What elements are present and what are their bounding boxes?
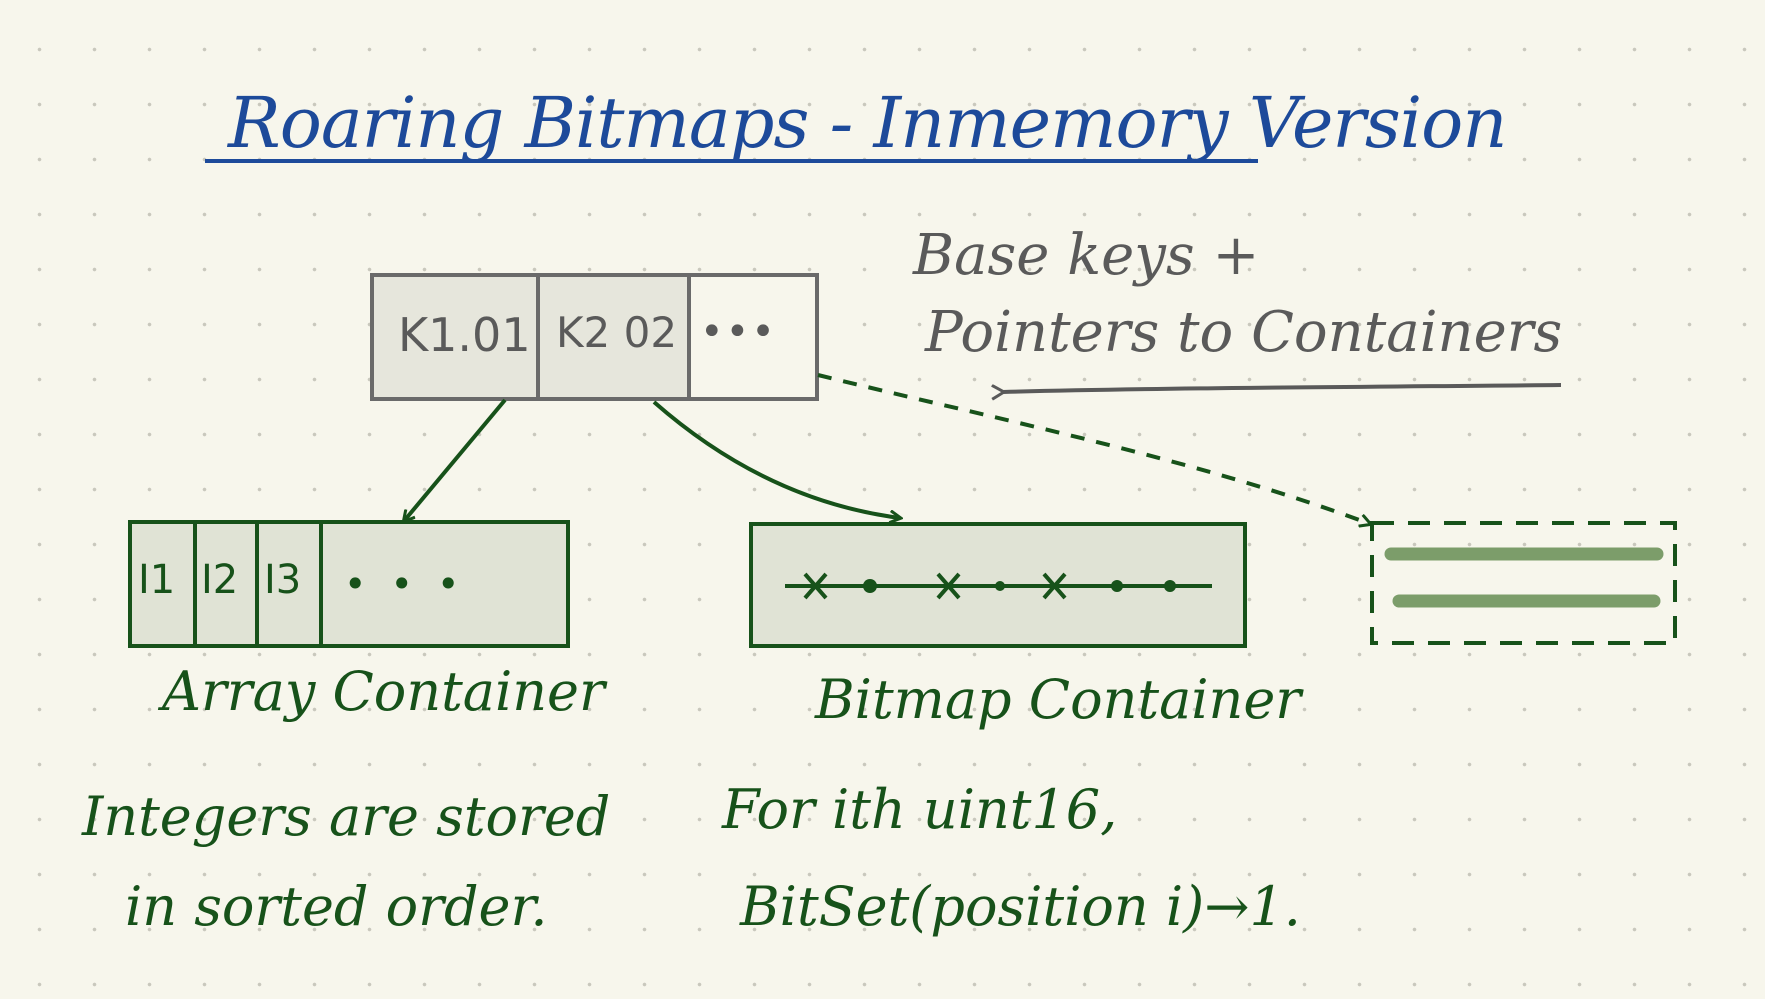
key-cell-2-label: K2 02 <box>556 308 678 357</box>
bitmap-unset-bits <box>863 579 1176 593</box>
bitmap-note-line-1: For ith uint16, <box>722 778 1118 841</box>
arrow-to-bitmap-container <box>652 400 900 518</box>
array-cell-4-label: • • • <box>344 562 466 606</box>
bit-dot-3 <box>1111 580 1123 592</box>
run-container-box <box>1370 521 1677 645</box>
bit-x-2 <box>936 572 961 600</box>
array-note-line-2: in sorted order. <box>125 875 548 938</box>
bitmap-container <box>749 522 1247 648</box>
bit-dot-2 <box>995 581 1005 591</box>
key-cell-3-label: ••• <box>700 309 777 355</box>
key-cell-1-label: K1.01 <box>398 308 531 362</box>
array-container-box <box>128 520 570 648</box>
bitmap-set-bits <box>803 572 1067 600</box>
key-cell-3 <box>687 273 819 401</box>
key-cell-2 <box>536 273 691 401</box>
bit-x-3 <box>1042 572 1067 600</box>
key-array <box>370 273 819 401</box>
bit-dot-4 <box>1164 580 1176 592</box>
array-note-line-1: Integers are stored <box>82 785 611 848</box>
bit-x-1 <box>803 572 828 600</box>
array-cell-3-label: I3 <box>264 557 302 603</box>
array-cell-1-label: I1 <box>138 557 176 603</box>
page-title: Roaring Bitmaps - Inmemory Version <box>228 82 1507 164</box>
array-container <box>128 520 570 648</box>
key-annotation-line-2: Pointers to Containers <box>925 300 1563 365</box>
annotation-arrow <box>1003 383 1562 392</box>
array-container-label: Array Container <box>162 660 605 723</box>
bitmap-note-line-2: BitSet(position i)→1. <box>740 875 1301 938</box>
array-cell-2-label: I2 <box>201 557 239 603</box>
bitmap-container-label: Bitmap Container <box>815 668 1302 731</box>
bit-dot-1 <box>863 579 877 593</box>
key-annotation-line-1: Base keys + <box>913 223 1260 288</box>
run-container <box>1370 521 1677 645</box>
arrow-to-run-container <box>817 373 1370 524</box>
arrow-to-array-container <box>404 398 507 521</box>
